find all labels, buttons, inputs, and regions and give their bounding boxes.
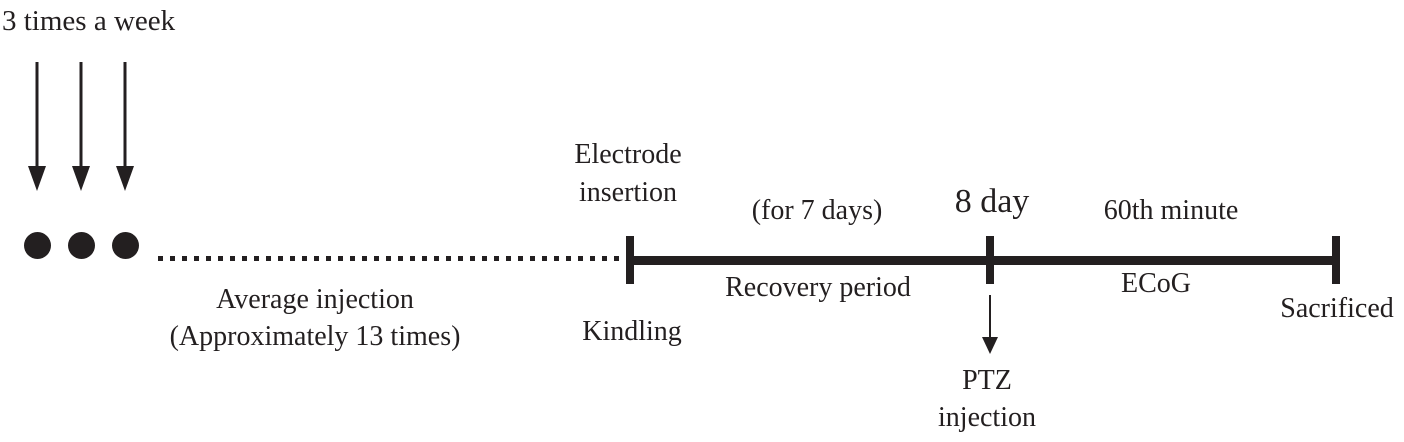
for-7-days-label: (for 7 days) <box>751 195 883 226</box>
dot-icon <box>24 232 51 259</box>
dot-icon <box>68 232 95 259</box>
sacrificed-label: Sacrificed <box>1280 293 1394 324</box>
arrow-shaft <box>123 62 127 168</box>
dot-icon <box>112 232 139 259</box>
dotted-timeline-segment <box>158 256 626 261</box>
recovery-period-label: Recovery period <box>725 272 911 303</box>
arrow-shaft <box>79 62 83 168</box>
ptz-injection-label: PTZ injection <box>938 362 1036 436</box>
tick-ptz-icon <box>986 236 994 284</box>
down-arrow-icon <box>115 62 135 192</box>
ptz-injection-label-line2: injection <box>938 402 1036 433</box>
tick-end-icon <box>1332 236 1340 284</box>
down-arrow-icon <box>27 62 47 192</box>
average-injection-caption-line2: (Approximately 13 times) <box>169 321 461 352</box>
arrow-head <box>116 166 134 191</box>
arrow-head <box>28 166 46 191</box>
electrode-insertion-label: Electrode insertion <box>574 136 681 212</box>
electrode-insertion-label-line1: Electrode <box>574 139 682 170</box>
timeline-bar <box>630 256 1336 265</box>
down-arrow-icon <box>981 295 999 354</box>
ptz-injection-label-line1: PTZ <box>962 365 1012 396</box>
arrow-head <box>72 166 90 191</box>
kindling-label: Kindling <box>582 316 682 347</box>
average-injection-caption-line1: Average injection <box>216 284 414 315</box>
down-arrow-icon <box>71 62 91 192</box>
ecog-label: ECoG <box>1121 268 1191 299</box>
frequency-label: 3 times a week <box>2 5 176 37</box>
arrow-shaft <box>35 62 39 168</box>
eight-day-label: 8 day <box>954 183 1030 220</box>
tick-kindling-icon <box>626 236 634 284</box>
arrow-shaft <box>989 295 991 339</box>
sixtieth-minute-label: 60th minute <box>1103 195 1239 226</box>
arrow-head <box>982 337 998 354</box>
electrode-insertion-label-line2: insertion <box>579 177 677 208</box>
average-injection-caption: Average injection (Approximately 13 time… <box>170 281 461 355</box>
